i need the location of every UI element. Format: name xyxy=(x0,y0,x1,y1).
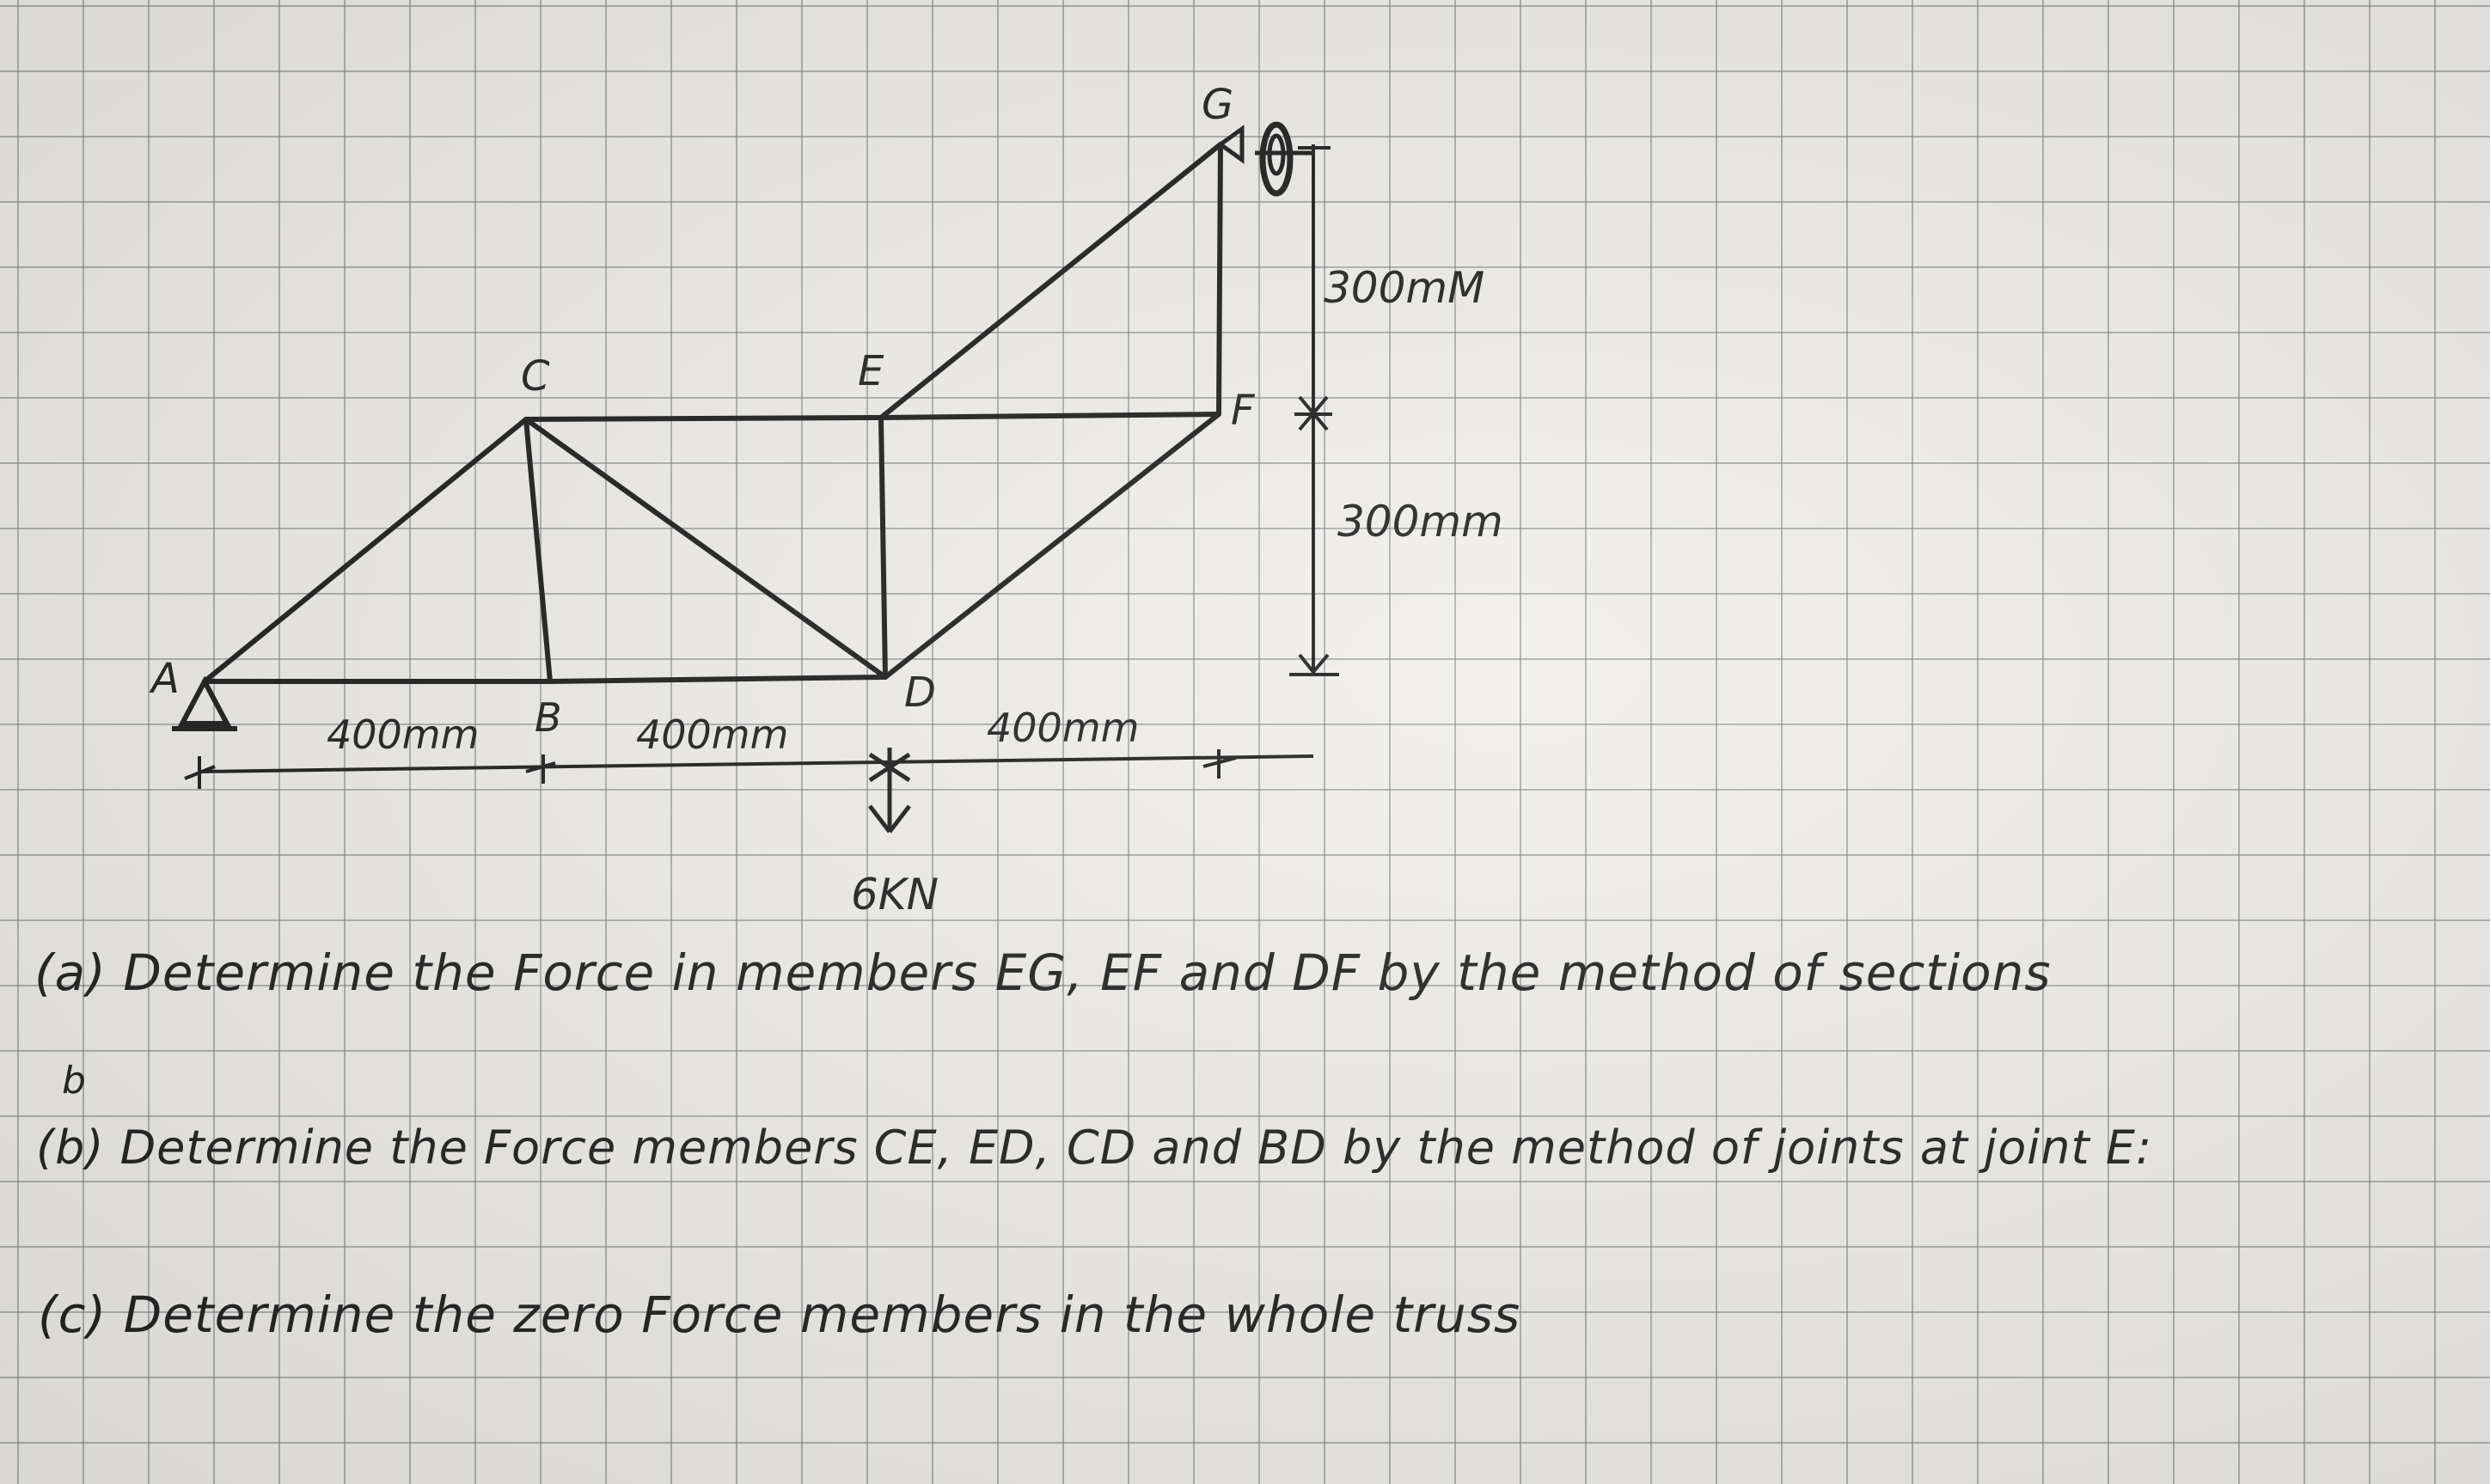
question-c: (c) Determine the zero Force members in … xyxy=(38,1286,1521,1344)
load-arrow xyxy=(868,748,911,834)
member-df xyxy=(883,412,1221,680)
question-b: (b) Determine the Force members CE, ED, … xyxy=(36,1121,2153,1175)
node-label-b: B xyxy=(535,694,562,741)
node-label-c: C xyxy=(521,352,550,400)
dim-label-df: 400mm xyxy=(987,705,1140,751)
dim-label-gf: 300mM xyxy=(1324,263,1485,313)
node-label-f: F xyxy=(1231,387,1255,435)
node-label-a: A xyxy=(151,655,180,703)
dim-label-ab: 400mm xyxy=(327,711,480,758)
member-fg xyxy=(1216,142,1223,417)
member-ed xyxy=(878,415,888,680)
pin-support-a xyxy=(172,675,237,731)
question-a: (a) Determine the Force in members EG, E… xyxy=(34,944,2052,1002)
wall-support-g xyxy=(1216,121,1315,197)
member-bd xyxy=(548,675,888,684)
member-ac xyxy=(202,417,529,684)
dimension-lines xyxy=(184,144,1339,789)
node-label-e: E xyxy=(858,347,884,395)
member-eg xyxy=(878,142,1223,420)
dim-label-bd: 400mm xyxy=(636,711,789,758)
dim-label-f-base: 300mm xyxy=(1337,497,1503,547)
member-cd xyxy=(523,417,888,680)
member-ef xyxy=(878,412,1221,420)
load-label: 6KN xyxy=(851,870,939,919)
question-b-mark: b xyxy=(62,1059,86,1102)
node-label-d: D xyxy=(904,669,936,717)
member-bc xyxy=(523,417,553,684)
node-label-g: G xyxy=(1202,81,1234,129)
member-ce xyxy=(523,415,884,422)
